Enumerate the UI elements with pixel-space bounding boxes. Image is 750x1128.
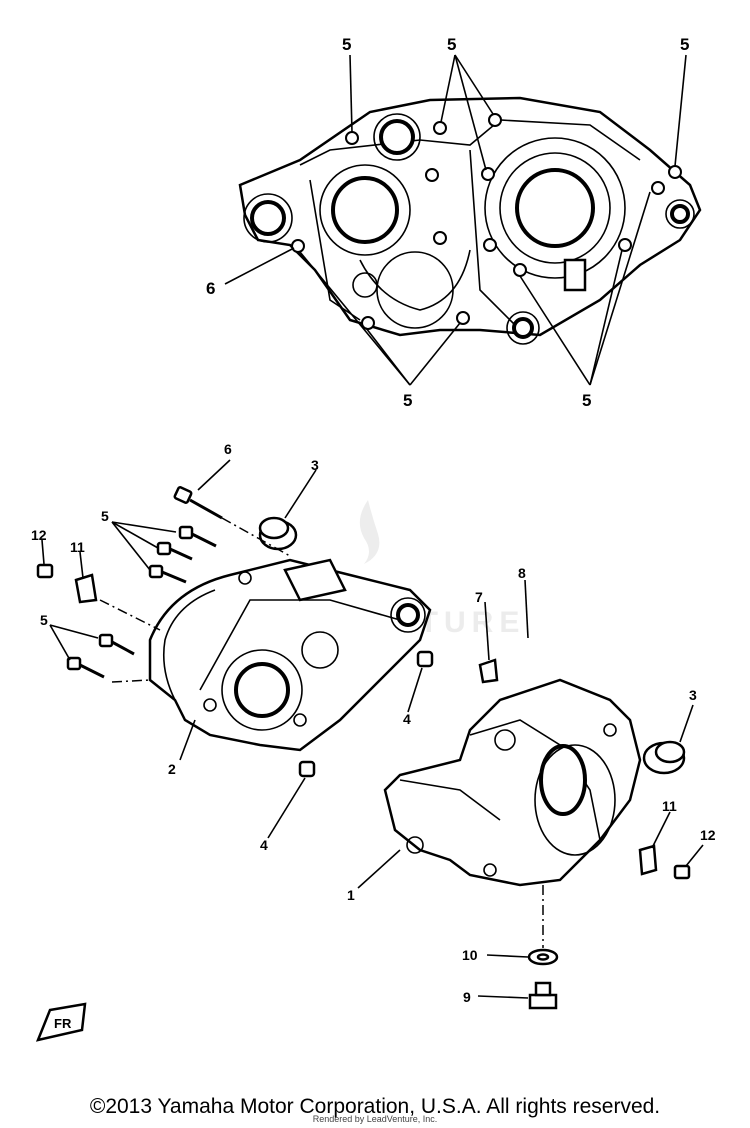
callout-1: 1 (347, 887, 355, 903)
callout-5-bottom-left: 5 (403, 391, 412, 410)
crankcase-left-half: 6 3 5 12 11 5 2 4 4 (31, 441, 434, 853)
callout-3-right: 3 (689, 687, 697, 703)
callout-9: 9 (463, 989, 471, 1005)
callout-4-upper: 4 (403, 711, 411, 727)
callout-5-top-left: 5 (342, 35, 351, 54)
callout-6: 6 (224, 441, 232, 457)
callout-5-left-upper: 5 (101, 508, 109, 524)
front-direction-icon: FR (35, 1002, 87, 1042)
fr-label: FR (54, 1016, 72, 1031)
callout-11-left: 11 (70, 539, 85, 555)
dowel-pin (298, 760, 316, 778)
callout-6-top: 6 (206, 279, 215, 298)
callout-2: 2 (168, 761, 176, 777)
crankcase-right-half: 8 7 3 11 12 1 10 9 (347, 565, 716, 1010)
callout-12-right: 12 (700, 827, 716, 843)
callout-12-left: 12 (31, 527, 47, 543)
oil-seal (258, 516, 298, 551)
callout-10: 10 (462, 947, 478, 963)
callout-4-lower: 4 (260, 837, 268, 853)
callout-11-right: 11 (662, 798, 677, 814)
callout-5-top-right: 5 (680, 35, 689, 54)
screw (36, 563, 54, 579)
copyright-text: ©2013 Yamaha Motor Corporation, U.S.A. A… (89, 1095, 661, 1118)
crankcase-top-view: 5 5 5 6 5 5 (206, 35, 702, 410)
clip (74, 573, 98, 604)
oil-seal-right (642, 740, 686, 775)
callout-5-left-lower: 5 (40, 612, 48, 628)
short-bolts (66, 525, 217, 679)
callout-5-bottom-right: 5 (582, 391, 591, 410)
hose-fitting (478, 658, 499, 684)
callout-3-left: 3 (311, 457, 319, 473)
rendered-by-text: Rendered by LeadVenture, Inc. (312, 1114, 438, 1124)
callout-8: 8 (518, 565, 526, 581)
exploded-parts-diagram: VENTURE (31, 35, 716, 1042)
long-bolt (173, 486, 291, 557)
dowel-pin (416, 650, 434, 668)
callout-7: 7 (475, 589, 483, 605)
callout-5-top-mid: 5 (447, 35, 456, 54)
